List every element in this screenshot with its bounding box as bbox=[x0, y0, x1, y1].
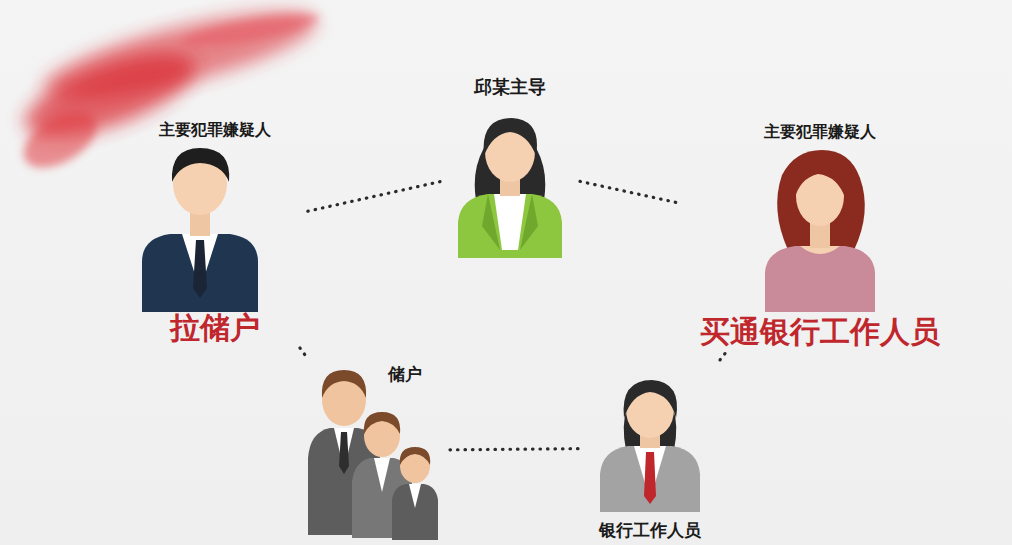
role-caption: 买通银行工作人员 bbox=[680, 314, 960, 350]
figure-node: 主要犯罪嫌疑人买通银行工作人员 bbox=[680, 116, 960, 352]
figure-node: 储户 bbox=[300, 358, 450, 543]
suspect-woman-figure bbox=[765, 150, 875, 312]
red-splash bbox=[14, 0, 322, 179]
figure-label: 银行工作人员 bbox=[580, 520, 720, 540]
dotted-connector bbox=[580, 181, 680, 203]
figure-label: 主要犯罪嫌疑人 bbox=[128, 120, 302, 139]
bank-worker-figure bbox=[600, 380, 700, 512]
leader-woman-figure bbox=[458, 118, 562, 258]
figure-label: 储户 bbox=[388, 364, 422, 384]
dotted-connector bbox=[450, 449, 580, 450]
figure-node: 邱某主导 bbox=[440, 70, 580, 262]
figure-label: 邱某主导 bbox=[440, 76, 580, 98]
role-caption: 拉储户 bbox=[128, 310, 302, 346]
depositor-figures bbox=[308, 370, 438, 540]
figure-node: 主要犯罪嫌疑人拉储户 bbox=[128, 116, 302, 348]
figure-node: 银行工作人员 bbox=[580, 354, 720, 542]
suspect-man-figure bbox=[142, 148, 258, 312]
figure-label: 主要犯罪嫌疑人 bbox=[680, 122, 960, 141]
dotted-connector bbox=[300, 348, 307, 358]
dotted-connector bbox=[302, 182, 440, 213]
dotted-connector bbox=[720, 352, 726, 360]
